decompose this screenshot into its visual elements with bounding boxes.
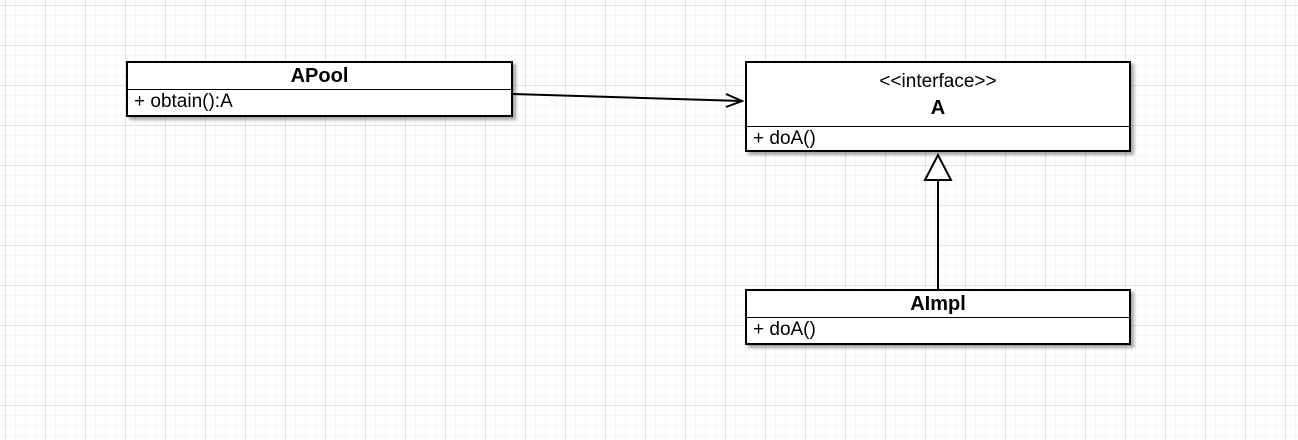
class-members-apool: + obtain():A — [128, 90, 511, 114]
class-members-aimpl: + doA() — [747, 318, 1129, 342]
interface-box-a[interactable]: <<interface>> A + doA() — [745, 61, 1131, 152]
class-name-aimpl: AImpl — [910, 293, 966, 315]
association-arrowhead — [725, 93, 745, 108]
class-box-apool[interactable]: APool + obtain():A — [126, 61, 513, 117]
member-obtain: + obtain():A — [134, 91, 233, 112]
stereotype-label: <<interface>> — [879, 71, 997, 92]
class-name-apool: APool — [290, 65, 349, 87]
class-header-aimpl: AImpl — [747, 291, 1129, 318]
class-box-aimpl[interactable]: AImpl + doA() — [745, 289, 1131, 345]
class-members-a: + doA() — [747, 127, 1129, 151]
member-doa-impl: + doA() — [753, 319, 816, 340]
class-header-a: <<interface>> A — [747, 63, 1129, 127]
association-line-apool-to-a[interactable] — [512, 93, 743, 102]
class-name-a: A — [930, 97, 946, 119]
realization-hollow-triangle — [923, 152, 953, 181]
class-header-apool: APool — [128, 63, 511, 90]
member-doa: + doA() — [753, 128, 816, 149]
